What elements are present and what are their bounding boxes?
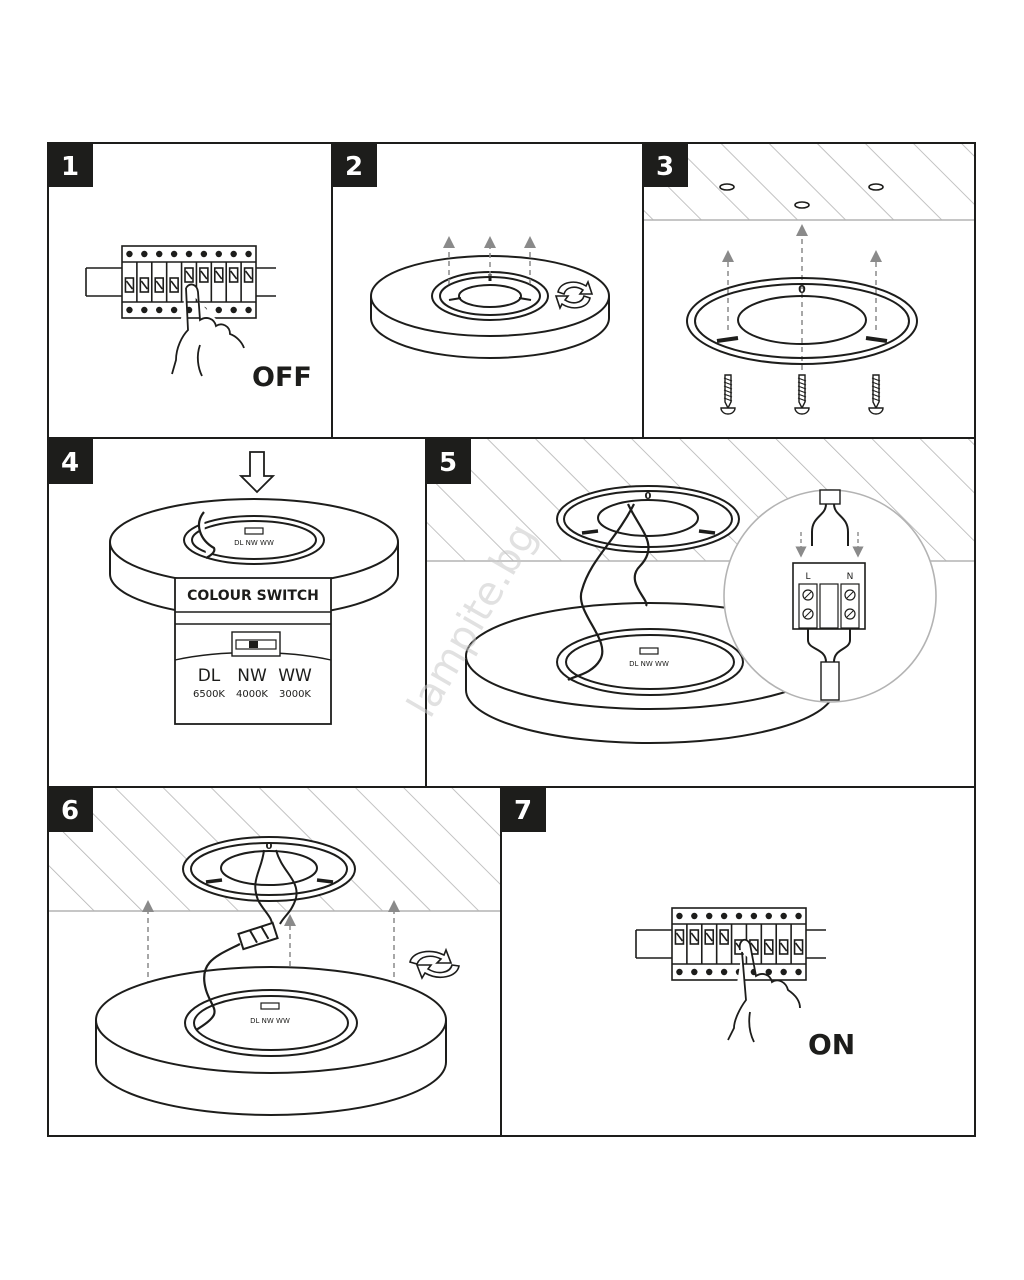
svg-text:4: 4 bbox=[61, 448, 79, 478]
switch-option-code: NW bbox=[237, 666, 267, 686]
switch-label-small-5: DL NW WW bbox=[629, 660, 669, 668]
step-number-1: 1 bbox=[48, 143, 93, 187]
switch-option-temp: 4000K bbox=[236, 689, 268, 700]
lamp-base-6 bbox=[95, 966, 447, 1116]
terminal-l-label: L bbox=[805, 572, 810, 582]
rotate-icon bbox=[554, 279, 594, 311]
svg-text:3: 3 bbox=[656, 152, 674, 182]
mains-cable bbox=[567, 503, 650, 681]
terminal-n-label: N bbox=[847, 572, 854, 582]
lamp-base-2 bbox=[370, 255, 610, 359]
ceiling-holes bbox=[719, 183, 884, 209]
mini-switch-icon bbox=[260, 1002, 280, 1010]
rotate-icon bbox=[409, 947, 460, 980]
svg-text:2: 2 bbox=[345, 152, 363, 182]
step-number-7: 7 bbox=[501, 787, 546, 832]
mounting-plate-5 bbox=[556, 485, 740, 553]
mount-mark-5: 0 bbox=[645, 491, 652, 502]
panel-grid bbox=[47, 142, 976, 1137]
circuit-breaker-off-icon bbox=[85, 245, 276, 319]
up-arrows-2 bbox=[443, 236, 536, 284]
on-label: ON bbox=[808, 1028, 855, 1061]
hand-icon bbox=[171, 283, 245, 377]
switch-option-temp: 6500K bbox=[193, 689, 225, 700]
switch-option-code: WW bbox=[278, 666, 312, 686]
mounting-plate-6 bbox=[182, 836, 356, 902]
mini-switch-icon bbox=[244, 527, 264, 535]
down-arrow-icon bbox=[238, 451, 276, 494]
svg-text:6: 6 bbox=[61, 796, 79, 826]
step-number-4: 4 bbox=[48, 438, 93, 484]
colour-switch-box bbox=[174, 577, 332, 725]
colour-switch-title: COLOUR SWITCH bbox=[187, 588, 319, 604]
hand-icon bbox=[727, 938, 801, 1043]
mount-mark-3: 0 bbox=[798, 283, 806, 296]
mount-mark-6: 0 bbox=[266, 841, 273, 852]
switch-option-temp: 3000K bbox=[279, 689, 311, 700]
switch-label-small-4: DL NW WW bbox=[234, 539, 274, 547]
step-number-3: 3 bbox=[643, 143, 688, 187]
circuit-breaker-on-icon bbox=[635, 907, 826, 981]
svg-text:5: 5 bbox=[439, 448, 457, 478]
connector-icon bbox=[195, 849, 298, 1031]
switch-option-code: DL bbox=[198, 666, 221, 686]
step-number-5: 5 bbox=[426, 438, 471, 484]
ceiling-hatch-3 bbox=[644, 144, 974, 221]
screw-icons bbox=[720, 374, 884, 415]
terminal-zoom bbox=[723, 489, 937, 703]
off-label: OFF bbox=[252, 362, 312, 393]
step-number-6: 6 bbox=[48, 787, 93, 832]
up-arrows-3 bbox=[722, 224, 882, 370]
step-number-2: 2 bbox=[332, 143, 377, 187]
switch-label-small-6: DL NW WW bbox=[250, 1017, 290, 1025]
mini-switch-icon bbox=[639, 647, 659, 655]
svg-text:1: 1 bbox=[61, 152, 79, 182]
mounting-plate-3 bbox=[686, 277, 918, 365]
svg-text:7: 7 bbox=[514, 796, 532, 826]
